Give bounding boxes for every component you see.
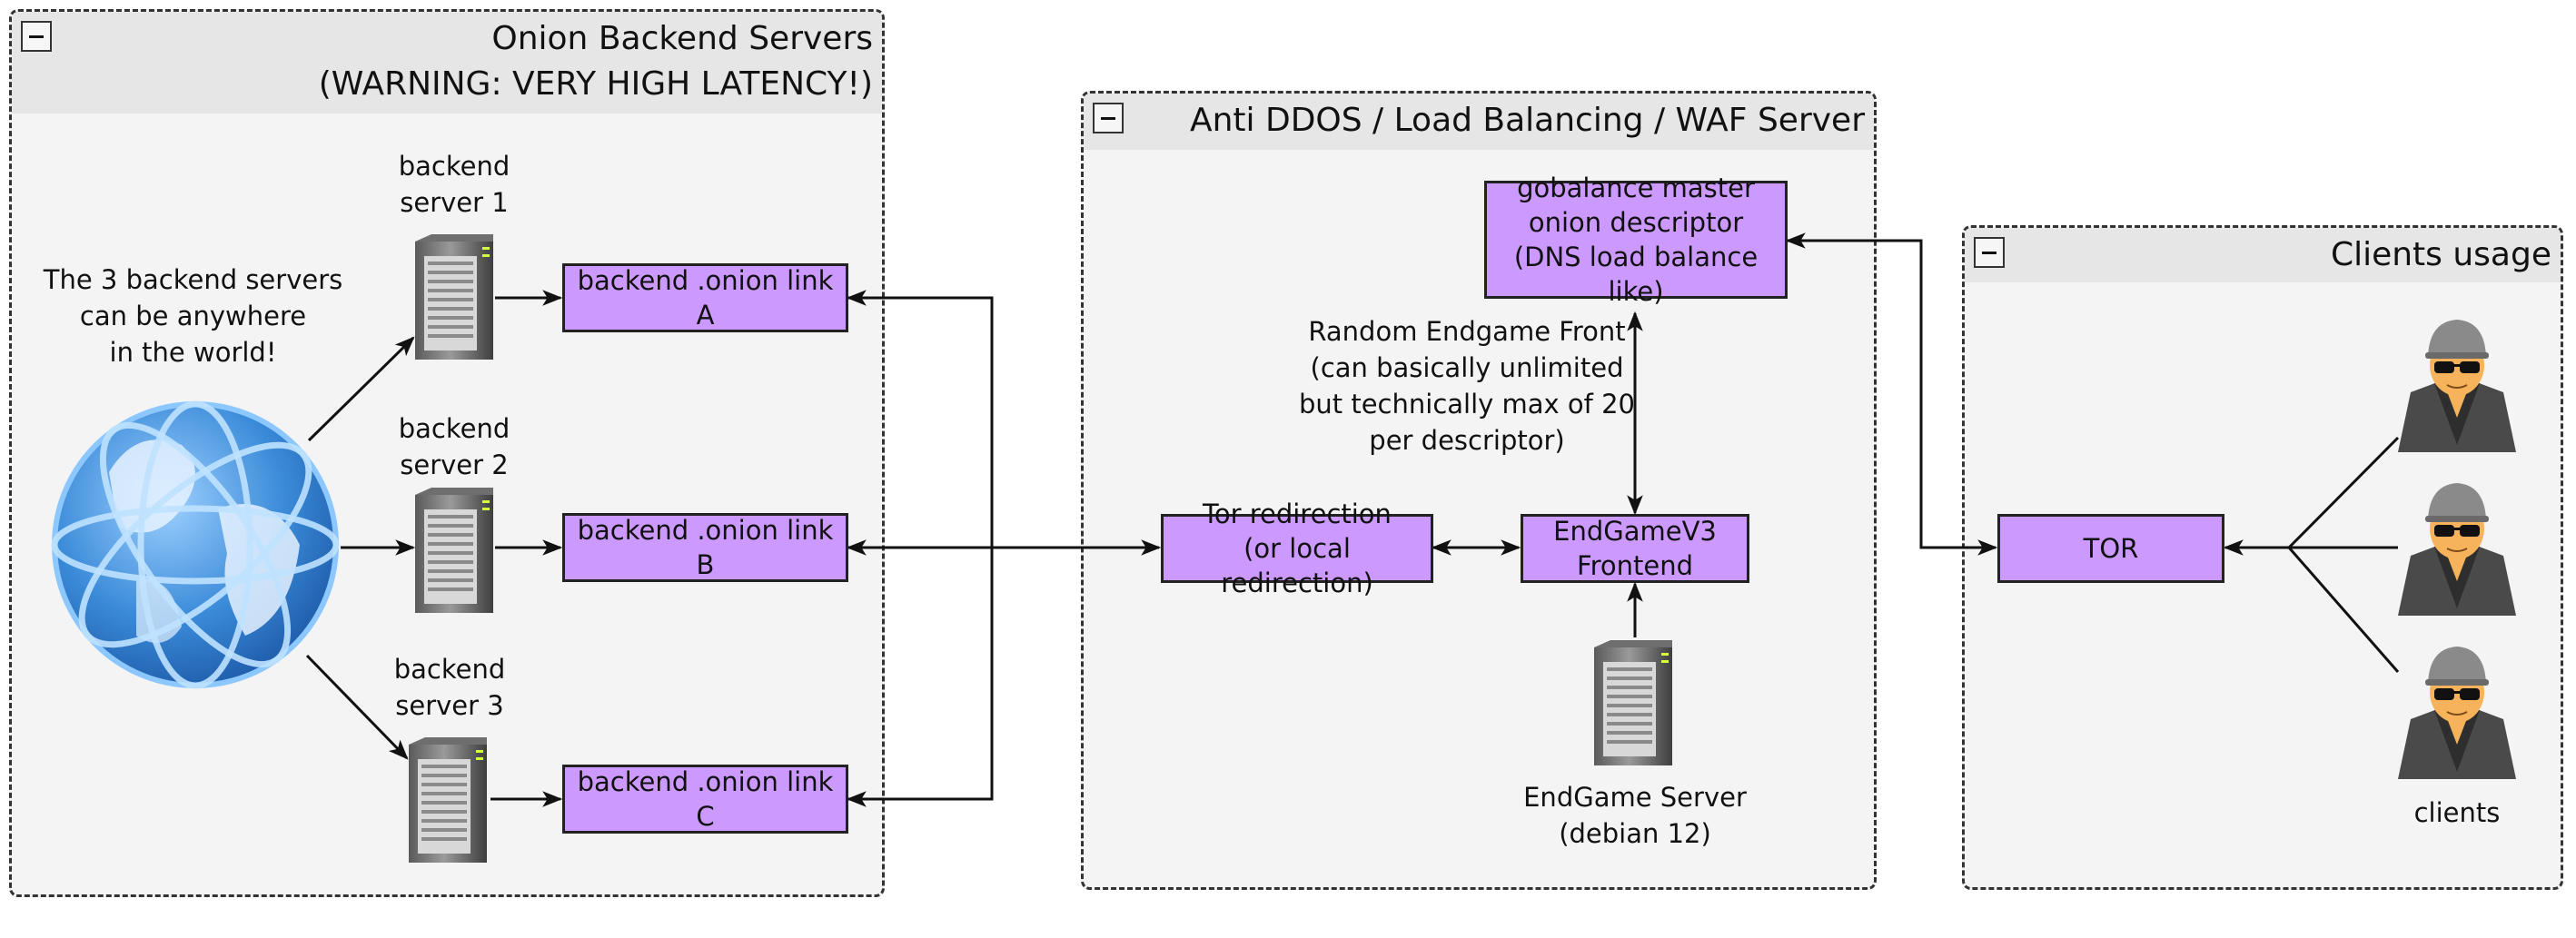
globe-icon — [51, 400, 340, 689]
client-3-icon — [2397, 646, 2517, 780]
label-globe-note: The 3 backend servers can be anywhere in… — [43, 264, 343, 368]
label-endgame-server: EndGame Server (debian 12) — [1523, 782, 1747, 849]
group-header — [1965, 228, 2561, 282]
group-title-onion-line2: (WARNING: VERY HIGH LATENCY!) — [318, 65, 873, 103]
collapse-antiddos-group-icon[interactable] — [1093, 103, 1124, 133]
label-backend-server-3: backend server 3 — [393, 654, 506, 721]
group-title-onion-line1: Onion Backend Servers — [491, 20, 873, 57]
backend-server-2-icon — [415, 488, 493, 613]
label-clients: clients — [2413, 797, 2501, 828]
backend-server-1-icon — [415, 234, 493, 360]
node-tor[interactable]: TOR — [1997, 514, 2224, 583]
client-1-icon — [2397, 319, 2517, 453]
label-backend-server-1: backend server 1 — [398, 151, 510, 218]
group-header — [12, 12, 882, 114]
node-gobalance-master[interactable]: gobalance master onion descriptor (DNS l… — [1484, 173, 1788, 307]
edge-client3-tor — [2287, 547, 2400, 673]
group-title-antiddos: Anti DDOS / Load Balancing / WAF Server — [1189, 102, 1865, 139]
edge-globe-server1 — [307, 336, 415, 442]
label-backend-server-2: backend server 2 — [398, 413, 510, 480]
group-header — [1084, 94, 1874, 150]
node-endgame-frontend[interactable]: EndGameV3 Frontend — [1521, 514, 1749, 583]
edge-client1-tor — [2287, 436, 2400, 549]
node-backend-onion-link-b[interactable]: backend .onion link B — [562, 513, 848, 582]
edge-globe-server3 — [305, 654, 409, 760]
node-backend-onion-link-a[interactable]: backend .onion link A — [562, 263, 848, 332]
node-backend-onion-link-c[interactable]: backend .onion link C — [562, 765, 848, 834]
backend-server-3-icon — [409, 737, 487, 863]
node-tor-redirection[interactable]: Tor redirection (or local redirection) — [1161, 499, 1433, 598]
group-title-clients: Clients usage — [2330, 236, 2551, 273]
endgame-server-icon — [1594, 640, 1672, 765]
client-2-icon — [2397, 482, 2517, 617]
label-random-endgame-front: Random Endgame Front (can basically unli… — [1298, 316, 1636, 456]
edge-gobalance-tor — [1785, 232, 1998, 556]
collapse-onion-group-icon[interactable] — [21, 21, 52, 52]
